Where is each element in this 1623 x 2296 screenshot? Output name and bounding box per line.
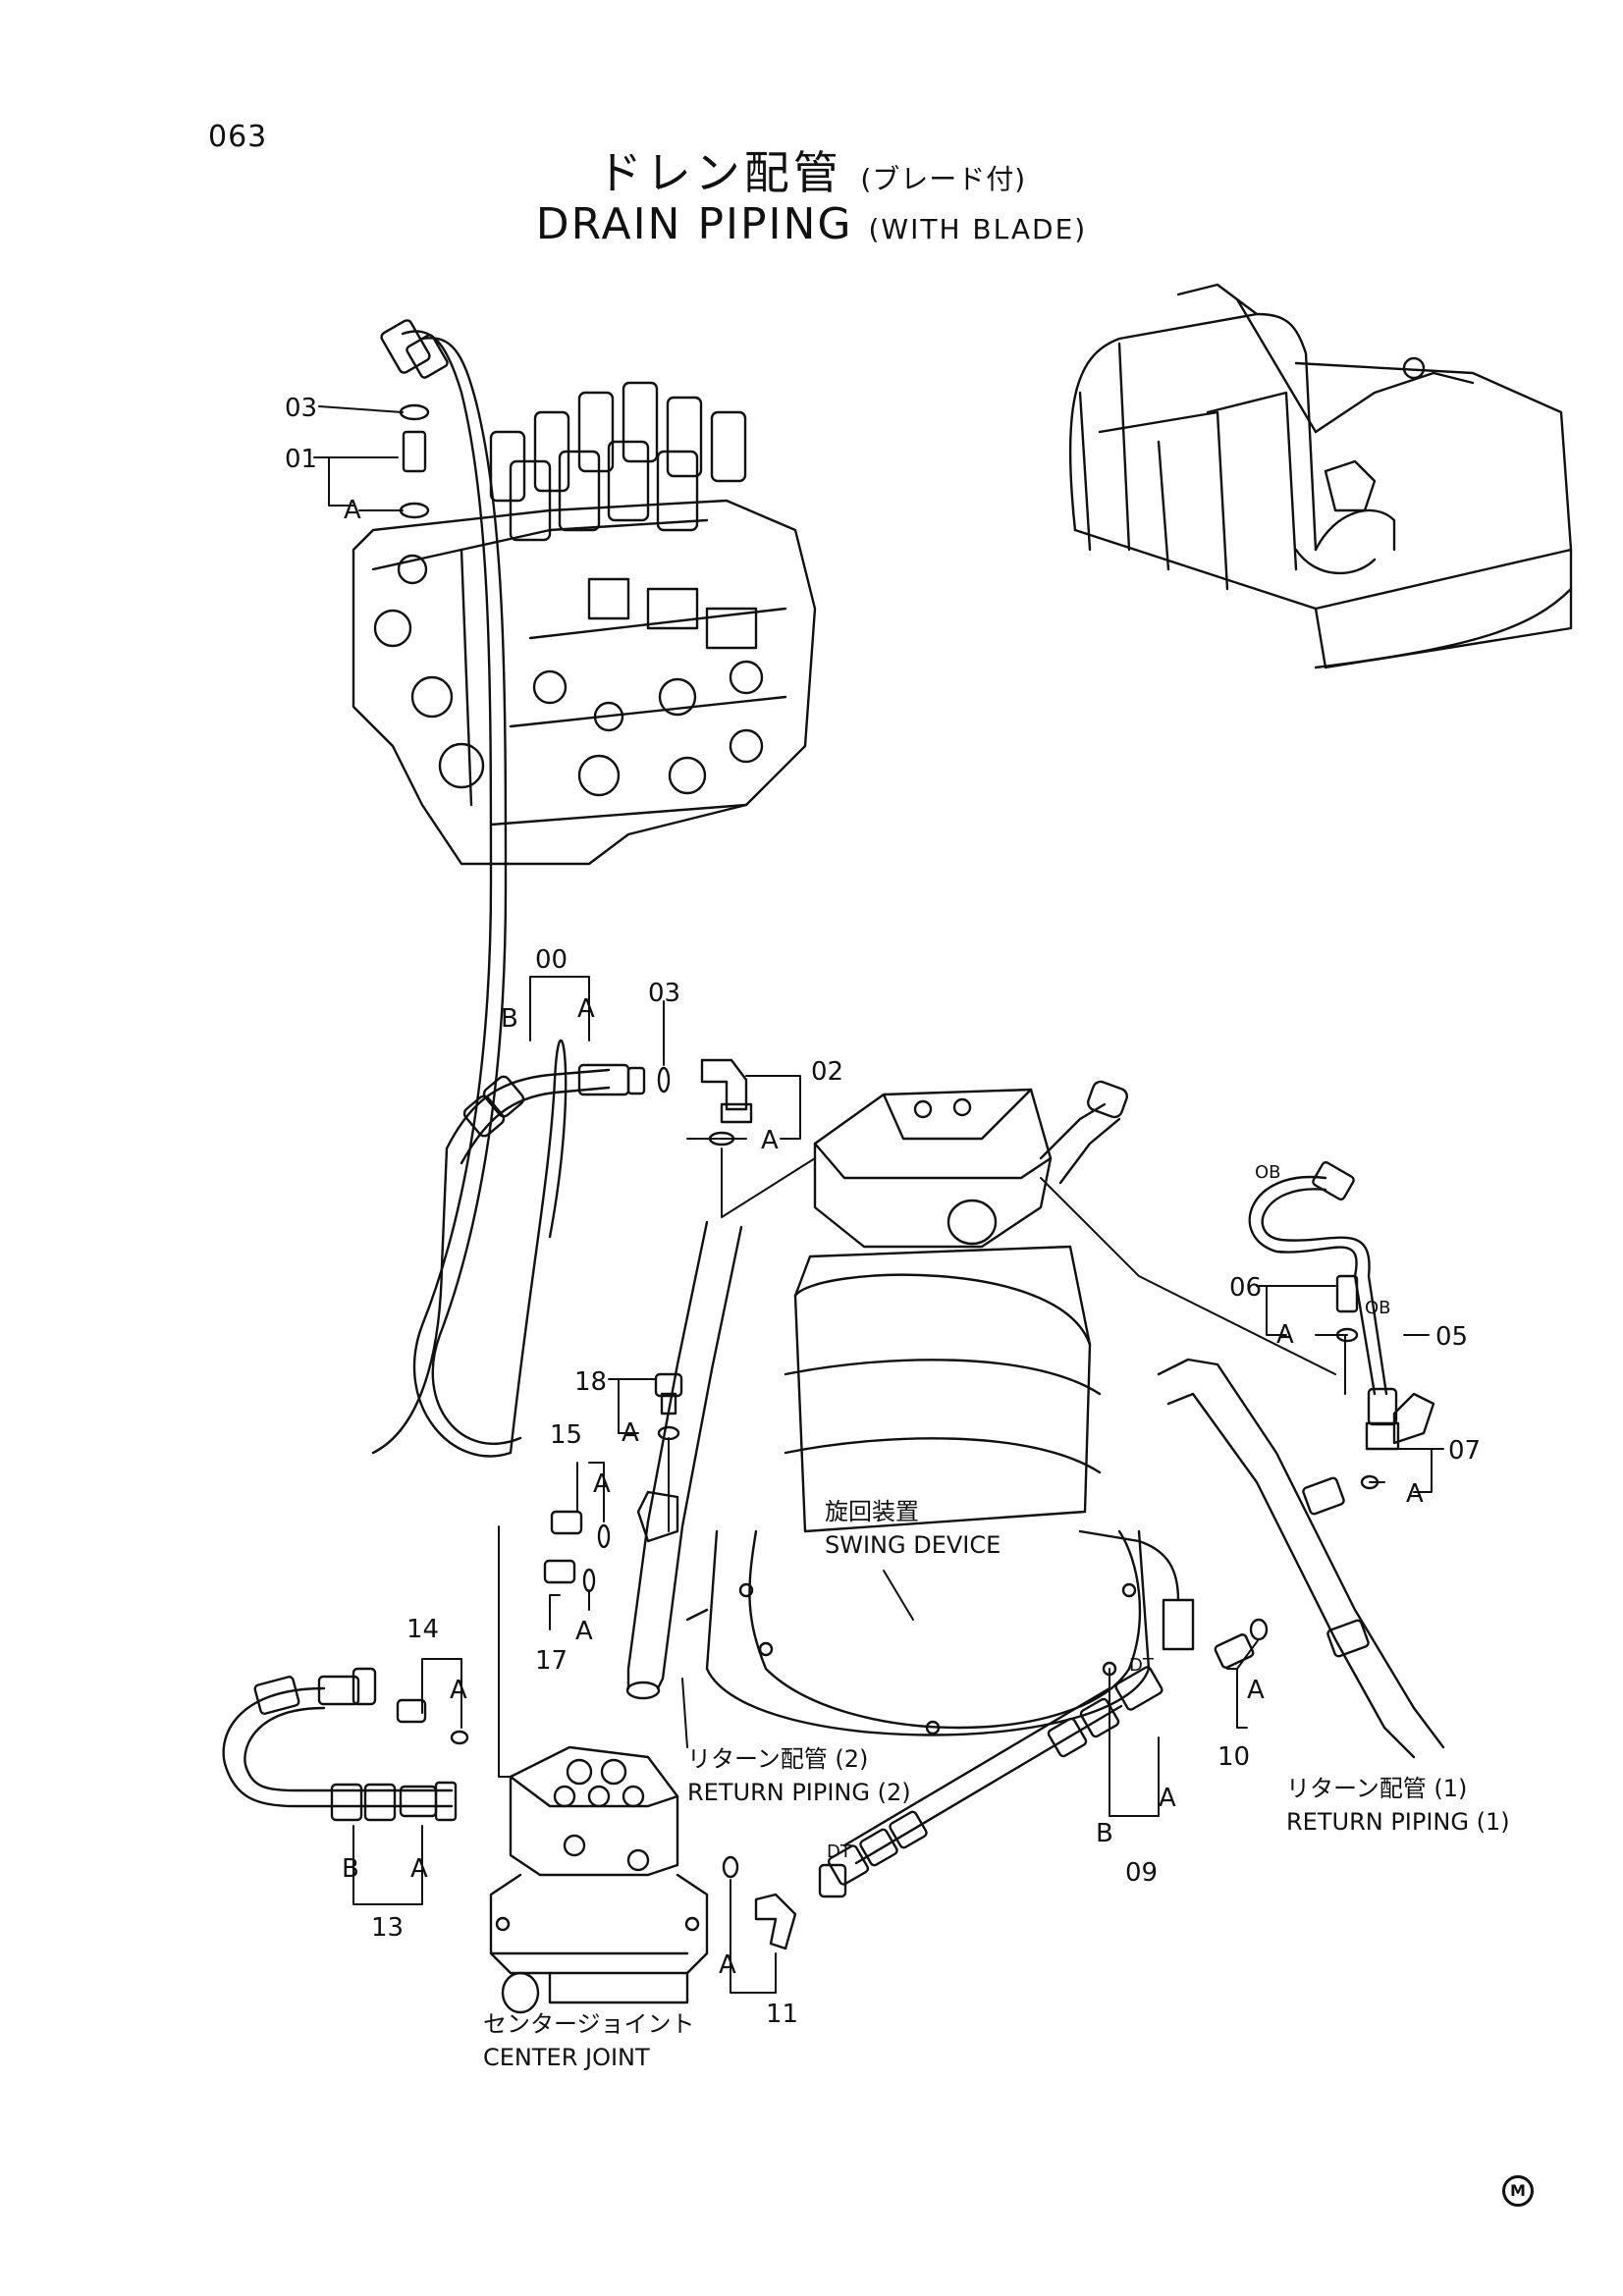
return-piping-1-label-en: RETURN PIPING (1) xyxy=(1286,1808,1510,1836)
callout-letter-a-14: A xyxy=(450,1676,467,1705)
title-en-sub: (WITH BLADE) xyxy=(868,213,1088,245)
fitting-14 xyxy=(396,1698,469,1745)
callout-18: 18 xyxy=(574,1367,607,1397)
fitting-02 xyxy=(657,1058,753,1147)
callout-09: 09 xyxy=(1125,1858,1158,1888)
callout-05: 05 xyxy=(1435,1322,1468,1352)
callout-10: 10 xyxy=(1217,1742,1250,1772)
title-jp-main: ドレン配管 xyxy=(596,146,842,199)
callout-letter-a-02: A xyxy=(761,1126,779,1155)
callout-17: 17 xyxy=(535,1646,568,1676)
callout-letter-b-13: B xyxy=(342,1854,359,1884)
fitting-06 xyxy=(1335,1274,1359,1343)
callout-15: 15 xyxy=(550,1420,582,1450)
callout-letter-a-09: A xyxy=(1159,1784,1176,1813)
swing-device-label-en: SWING DEVICE xyxy=(825,1531,1001,1559)
leader-lines xyxy=(313,405,1444,1994)
callout-letter-b-09: B xyxy=(1096,1819,1113,1848)
code-ob-top: OB xyxy=(1255,1162,1281,1183)
callout-02: 02 xyxy=(811,1057,843,1087)
fitting-11 xyxy=(722,1855,797,1950)
excavator-overview xyxy=(1068,283,1573,669)
fitting-17 xyxy=(543,1559,596,1593)
callout-letter-a-17: A xyxy=(575,1617,593,1646)
title-english: DRAIN PIPING (WITH BLADE) xyxy=(0,199,1623,249)
callout-letter-a-06: A xyxy=(1276,1320,1294,1350)
return-piping-2-label-en: RETURN PIPING (2) xyxy=(687,1779,911,1806)
callout-letter-a-01: A xyxy=(344,496,361,525)
return-piping-1 xyxy=(1157,1358,1445,1759)
center-joint-drawing xyxy=(489,1745,709,2014)
fitting-10 xyxy=(1214,1618,1269,1669)
page-number: 063 xyxy=(208,120,268,154)
manufacturer-mark: M xyxy=(1502,2175,1534,2207)
callout-03-top: 03 xyxy=(285,394,317,423)
title-en-main: DRAIN PIPING xyxy=(535,199,853,249)
callout-labels: 03 01 A 00 B A 03 02 A 06 A 05 07 A 18 A… xyxy=(285,394,1481,2029)
callout-letter-b-00: B xyxy=(501,1004,518,1034)
callout-00: 00 xyxy=(535,945,568,975)
hose-13 xyxy=(222,1667,458,1822)
title-japanese: ドレン配管 (ブレード付) xyxy=(0,137,1623,202)
callout-07: 07 xyxy=(1448,1436,1481,1466)
title-jp-sub: (ブレード付) xyxy=(860,163,1027,195)
component-labels: 旋回装置 SWING DEVICE リターン配管 (2) RETURN PIPI… xyxy=(483,1498,1510,2071)
callout-letter-a-10: A xyxy=(1247,1676,1265,1705)
callout-letter-a-15: A xyxy=(593,1469,611,1499)
callout-letter-a-11: A xyxy=(719,1950,736,1980)
drain-hose-00 xyxy=(371,319,646,1458)
fitting-15 xyxy=(550,1490,679,1549)
callout-13: 13 xyxy=(371,1913,404,1943)
code-ob-bottom: OB xyxy=(1365,1298,1391,1318)
center-joint-label-jp: センタージョイント xyxy=(483,2010,695,2038)
fitting-07 xyxy=(1360,1392,1435,1490)
center-joint-label-en: CENTER JOINT xyxy=(483,2044,650,2071)
swing-device-label-jp: 旋回装置 xyxy=(825,1498,919,1525)
return-piping-2 xyxy=(625,1220,743,1700)
callout-01: 01 xyxy=(285,445,317,474)
control-valve-drawing xyxy=(352,381,817,866)
hose-09 xyxy=(818,1666,1163,1898)
return-piping-2-label-jp: リターン配管 (2) xyxy=(687,1745,868,1773)
callout-letter-a-13: A xyxy=(410,1854,428,1884)
hose-05 xyxy=(1248,1161,1400,1451)
callout-11: 11 xyxy=(766,2000,798,2029)
callout-14: 14 xyxy=(406,1615,439,1644)
callout-06: 06 xyxy=(1229,1273,1262,1303)
return-piping-1-label-jp: リターン配管 (1) xyxy=(1286,1775,1467,1802)
swing-device-drawing xyxy=(705,1080,1195,1736)
code-dt-top: DT xyxy=(1129,1655,1155,1676)
callout-letter-a-18: A xyxy=(622,1418,639,1448)
callout-letter-a-00: A xyxy=(577,994,595,1024)
callout-03-middle: 03 xyxy=(648,979,680,1008)
code-dt-bottom: DT xyxy=(827,1842,852,1862)
callout-letter-a-07: A xyxy=(1406,1479,1424,1509)
connector-codes: OB OB DT DT xyxy=(827,1162,1391,1862)
